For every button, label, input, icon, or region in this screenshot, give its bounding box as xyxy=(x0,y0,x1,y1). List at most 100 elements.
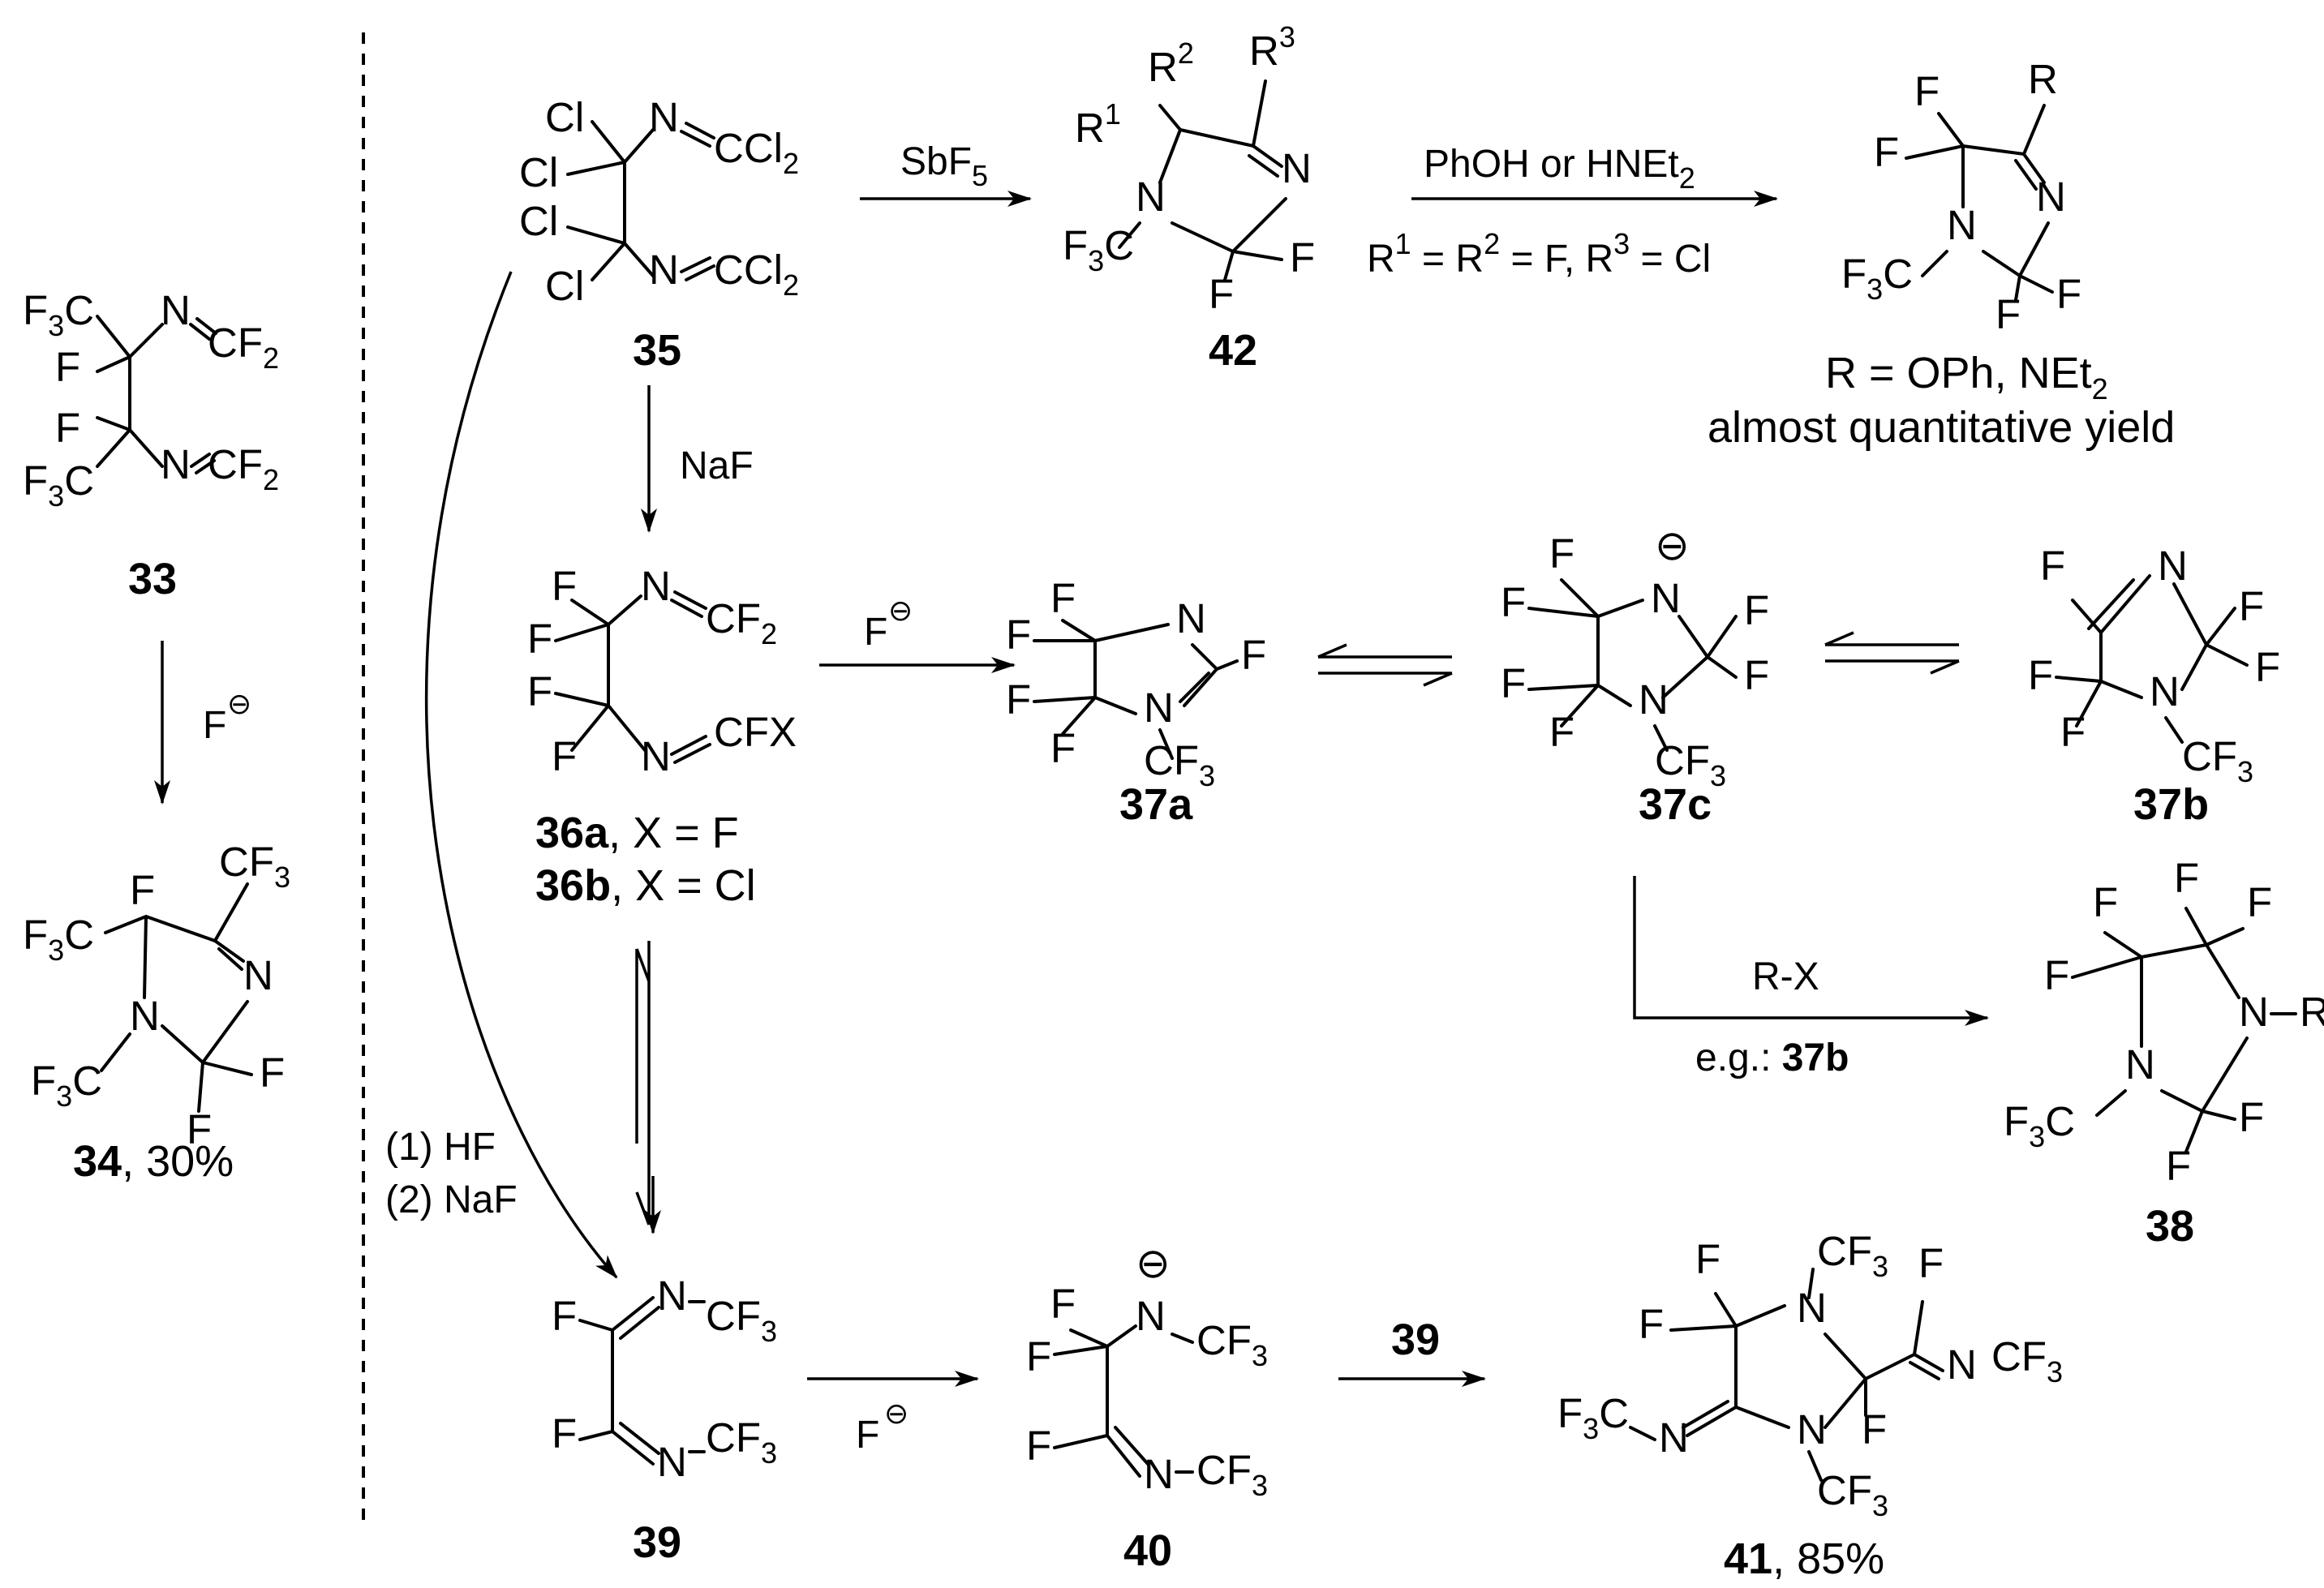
equilibrium-37c-37b xyxy=(1824,631,1960,675)
svg-text:F: F xyxy=(527,668,552,715)
structure-35: Cl N CCl2 Cl Cl N CCl2 Cl xyxy=(519,94,799,309)
svg-text:N: N xyxy=(1639,676,1669,723)
svg-text:N: N xyxy=(2150,668,2180,715)
svg-text:F: F xyxy=(2044,952,2069,998)
svg-text:F: F xyxy=(1639,1301,1664,1347)
svg-text:N: N xyxy=(1651,575,1681,621)
svg-text:R1: R1 xyxy=(1075,97,1121,151)
svg-text:F: F xyxy=(130,867,155,913)
arrow-37c-to-38 xyxy=(1633,876,1989,1026)
reagent-fluoride-36: F xyxy=(864,611,887,654)
svg-text:F: F xyxy=(1006,612,1031,658)
svg-text:CF3: CF3 xyxy=(219,839,290,894)
svg-text:⊖: ⊖ xyxy=(1655,522,1690,569)
reagent-phoh-hnet2: PhOH or HNEt2 xyxy=(1424,143,1695,195)
reagent-naf-step2: (2) NaF xyxy=(385,1178,518,1221)
svg-text:N: N xyxy=(641,733,671,779)
svg-text:F: F xyxy=(552,1410,577,1457)
svg-text:CF3: CF3 xyxy=(1817,1467,1888,1522)
structure-33: F3C N CF2 F F F3C N CF2 xyxy=(23,287,279,513)
label-37c: 37c xyxy=(1639,780,1712,829)
structure-37b: F N F F F N F CF3 xyxy=(2028,543,2280,788)
svg-text:F: F xyxy=(1290,234,1315,281)
svg-text:F: F xyxy=(2056,271,2081,317)
svg-text:R: R xyxy=(2028,56,2058,102)
reagent-rx: R-X xyxy=(1752,955,1819,998)
svg-text:N: N xyxy=(161,441,191,487)
product-r-definition: R = OPh, NEt2 xyxy=(1825,349,2108,406)
structure-42: R2 R3 R1 N N F3C F F xyxy=(1063,20,1315,317)
svg-text:F3C: F3C xyxy=(31,1058,102,1113)
equilibrium-37a-37c xyxy=(1317,643,1453,687)
arrow-35-to-39-curved xyxy=(425,271,618,1279)
svg-text:CF3: CF3 xyxy=(1196,1447,1268,1502)
structure-41: CF3 F F F N N CF3 F3C N N F CF3 xyxy=(1557,1228,2063,1522)
structure-36: F N CF2 F F N CFX F xyxy=(527,563,797,779)
svg-text:F: F xyxy=(1050,575,1076,621)
svg-text:F: F xyxy=(1744,652,1769,698)
condition-r-substituents: R1 = R2 = F, R3 = Cl xyxy=(1367,227,1711,281)
structure-39: F N CF3 F N CF3 xyxy=(552,1273,777,1485)
svg-text:F3C: F3C xyxy=(1557,1390,1629,1445)
svg-text:CCl2: CCl2 xyxy=(714,247,799,302)
svg-text:R3: R3 xyxy=(1249,20,1295,74)
svg-text:F3C: F3C xyxy=(23,457,94,513)
svg-text:CFX: CFX xyxy=(714,709,797,755)
svg-text:F3C: F3C xyxy=(23,912,94,967)
structure-40: ⊖ F N CF3 F F N CF3 xyxy=(1026,1240,1268,1502)
svg-text:N: N xyxy=(243,952,273,998)
svg-text:F: F xyxy=(1501,579,1526,625)
svg-text:CCl2: CCl2 xyxy=(714,125,799,180)
label-36a: 36a, X = F xyxy=(535,809,739,857)
label-41: 41, 85% xyxy=(1724,1534,1884,1583)
svg-text:N: N xyxy=(1176,595,1206,642)
fluoride-charge-33: ⊖ xyxy=(227,687,251,720)
reagent-sbf5: SbF5 xyxy=(900,140,988,192)
svg-text:F: F xyxy=(1918,1240,1944,1286)
product-yield-note: almost quantitative yield xyxy=(1708,403,2175,452)
reagent-39: 39 xyxy=(1391,1315,1440,1364)
svg-text:F: F xyxy=(2247,879,2272,925)
svg-text:N: N xyxy=(1797,1285,1827,1331)
svg-text:F: F xyxy=(1501,660,1526,706)
svg-text:F: F xyxy=(1914,68,1940,114)
svg-text:N: N xyxy=(2239,989,2269,1035)
svg-text:F: F xyxy=(1026,1423,1051,1469)
reagent-fluoride-33: F xyxy=(203,704,226,747)
svg-text:N: N xyxy=(2125,1041,2155,1088)
label-34: 34, 30% xyxy=(73,1137,234,1186)
svg-text:F: F xyxy=(2239,583,2264,629)
label-35: 35 xyxy=(633,326,681,375)
svg-text:⊖: ⊖ xyxy=(1136,1240,1171,1286)
structure-37c: F ⊖ N F F F F N F CF3 xyxy=(1501,522,1769,792)
svg-text:N: N xyxy=(1659,1414,1689,1461)
reagent-hf: (1) HF xyxy=(385,1126,496,1169)
label-38: 38 xyxy=(2146,1202,2194,1251)
svg-text:F: F xyxy=(260,1049,285,1096)
svg-text:N: N xyxy=(649,94,679,140)
svg-text:R: R xyxy=(2300,989,2324,1035)
svg-text:CF2: CF2 xyxy=(208,320,279,375)
svg-text:N: N xyxy=(161,287,191,333)
svg-text:N: N xyxy=(1797,1406,1827,1453)
svg-text:CF3: CF3 xyxy=(1991,1333,2063,1388)
label-40: 40 xyxy=(1123,1526,1172,1575)
svg-text:N: N xyxy=(657,1273,687,1319)
svg-text:CF2: CF2 xyxy=(208,441,279,496)
svg-text:F: F xyxy=(1241,632,1266,678)
svg-text:F3C: F3C xyxy=(1063,222,1134,277)
svg-text:R2: R2 xyxy=(1148,36,1194,90)
svg-text:F: F xyxy=(187,1106,212,1152)
svg-text:F: F xyxy=(2040,543,2065,589)
svg-text:N: N xyxy=(1136,1293,1166,1339)
svg-text:F3C: F3C xyxy=(23,287,94,342)
svg-text:N: N xyxy=(1947,202,1977,248)
svg-text:Cl: Cl xyxy=(519,198,558,244)
svg-text:CF3: CF3 xyxy=(1196,1317,1268,1372)
svg-text:N: N xyxy=(1144,1451,1174,1497)
svg-text:F3C: F3C xyxy=(1841,251,1913,306)
svg-text:F: F xyxy=(552,733,577,779)
svg-text:F: F xyxy=(1744,587,1769,633)
svg-text:F: F xyxy=(1549,530,1574,577)
